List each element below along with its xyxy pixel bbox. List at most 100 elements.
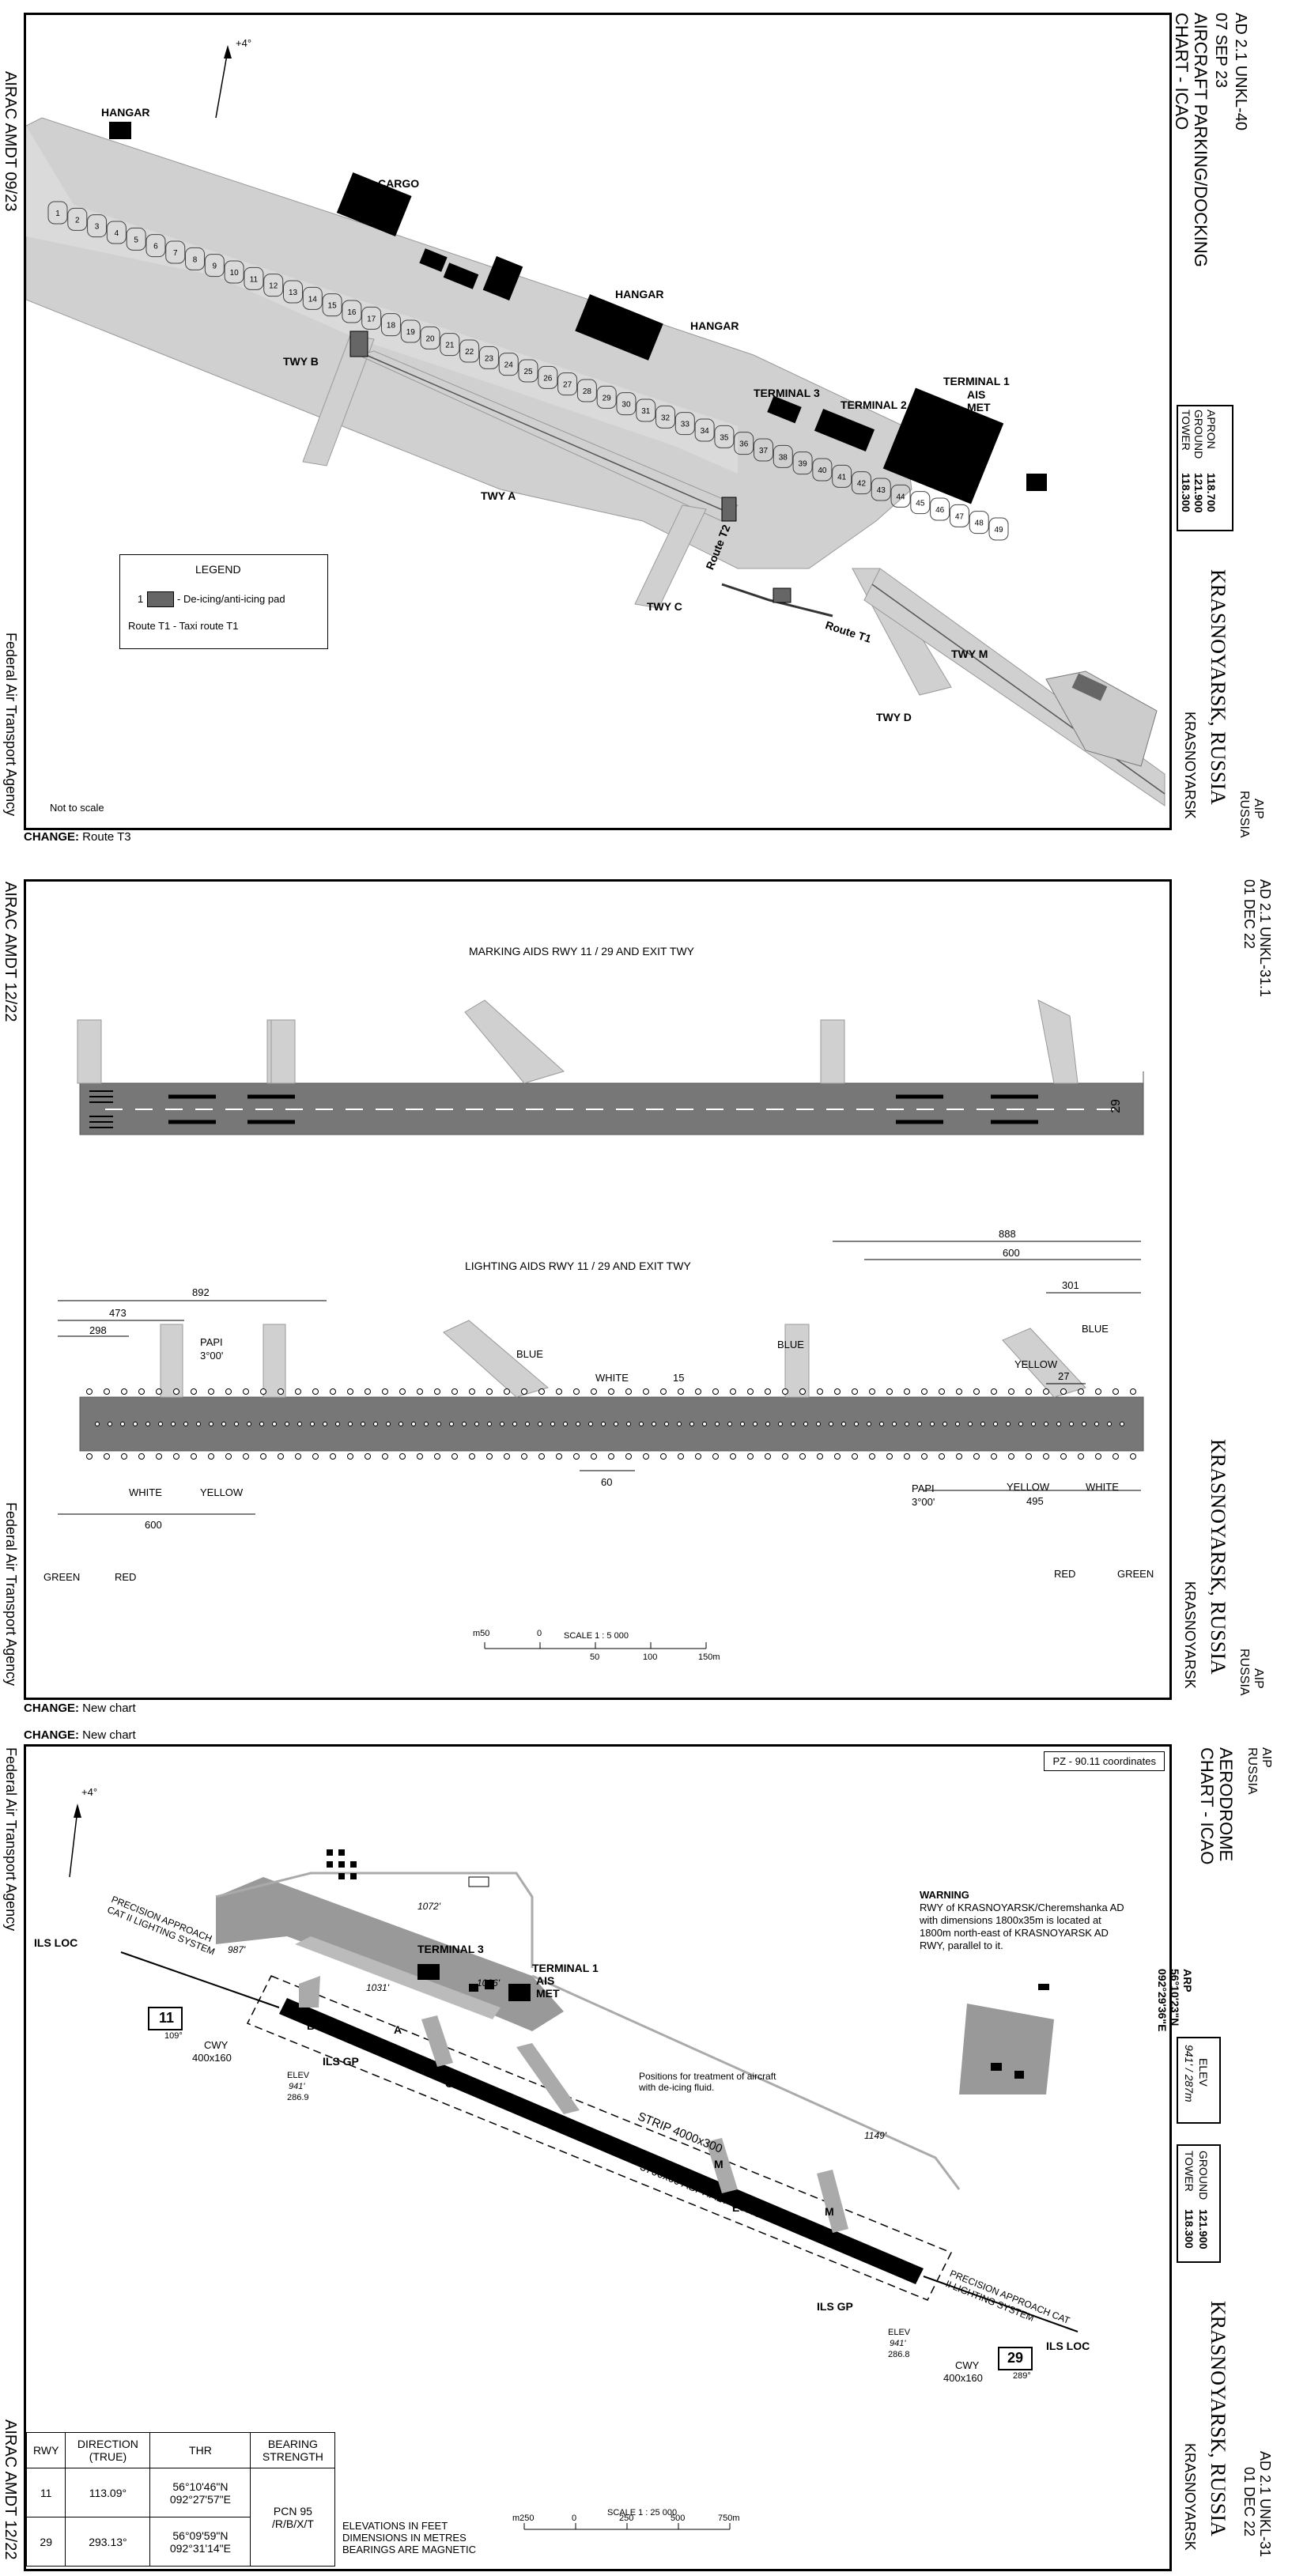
- page3-left-agency: Federal Air Transport Agency: [3, 1747, 19, 1932]
- legend-item2-text: Route T1 - Taxi route T1: [128, 620, 239, 632]
- centreline-light: [538, 1422, 542, 1426]
- elev-w-m: 286.9: [287, 2093, 309, 2102]
- scale3-tick-250: 250: [619, 2514, 634, 2523]
- page1-left-amdt: AIRAC AMDT 09/23: [2, 71, 19, 212]
- terminal-3-label-3: TERMINAL 3: [417, 1943, 484, 1955]
- note-dimensions: DIMENSIONS IN METRES: [342, 2532, 467, 2544]
- edge-light: [173, 1453, 179, 1460]
- edge-light: [1095, 1453, 1101, 1460]
- page2-city-sub: KRASNOYARSK: [1182, 1581, 1198, 1689]
- edge-light: [643, 1453, 649, 1460]
- stand-outline: [498, 353, 519, 376]
- stand-outline: [988, 517, 1009, 541]
- edge-lights: [86, 1388, 1136, 1460]
- white-w-label: WHITE: [129, 1486, 162, 1498]
- parking-chart-drawing: 1234567891011121314151617181920212223242…: [26, 45, 1165, 806]
- taxiway-a: [357, 350, 739, 522]
- stand-outline: [930, 497, 950, 521]
- ais-label-3: AIS: [536, 1974, 555, 1987]
- centreline-light: [285, 1422, 289, 1426]
- edge-light: [1060, 1388, 1067, 1395]
- edge-light: [260, 1388, 266, 1395]
- centreline-light: [993, 1422, 998, 1426]
- centreline-light: [234, 1422, 239, 1426]
- stand-outline: [185, 247, 206, 270]
- edge-light: [869, 1388, 875, 1395]
- papi-e-label: PAPI: [912, 1483, 935, 1494]
- edge-light: [921, 1453, 927, 1460]
- edge-light: [678, 1453, 684, 1460]
- centreline-light: [108, 1422, 112, 1426]
- edge-light: [295, 1453, 301, 1460]
- page3-change: CHANGE: New chart: [24, 1728, 136, 1742]
- centreline-light: [209, 1422, 213, 1426]
- lighting-chart-frame: MARKING AIDS RWY 11 / 29 AND EXIT TWY LI…: [24, 879, 1172, 1700]
- stand-outline: [576, 379, 597, 402]
- stand-outline: [557, 372, 578, 396]
- edge-light: [382, 1388, 388, 1395]
- twy-m1-label-3: M: [825, 2205, 834, 2218]
- edge-light: [1113, 1388, 1119, 1395]
- north-arrow-3: [69, 1809, 78, 1878]
- centreline-light: [829, 1422, 833, 1426]
- stand-outline: [478, 346, 499, 369]
- edge-light: [486, 1388, 493, 1395]
- apron-freq: 118.700: [1205, 473, 1218, 512]
- row1-dir: 113.09°: [65, 2468, 151, 2517]
- centreline-light: [335, 1422, 340, 1426]
- edge-light: [312, 1453, 319, 1460]
- edge-light: [86, 1388, 93, 1395]
- edge-light: [1078, 1453, 1084, 1460]
- stand-outline: [67, 207, 88, 231]
- terminal-2-label: TERMINAL 2: [841, 398, 907, 411]
- stand-number: 29: [603, 394, 612, 402]
- stand-number: 17: [367, 315, 376, 323]
- centreline-light: [474, 1422, 479, 1426]
- edge-light: [469, 1453, 475, 1460]
- page1-change: CHANGE: Route T3: [24, 830, 131, 844]
- centreline-light: [867, 1422, 871, 1426]
- edge-light: [295, 1388, 301, 1395]
- taxiway-m: [863, 568, 1165, 806]
- touchdown-bars: [168, 1094, 1038, 1124]
- stand-outline: [87, 214, 108, 238]
- page2-left-amdt: AIRAC AMDT 12/22: [2, 882, 19, 1022]
- stand-number: 36: [739, 440, 749, 449]
- scale-bar-3: [523, 2523, 731, 2530]
- centreline-light: [905, 1422, 909, 1426]
- edge-light: [799, 1388, 806, 1395]
- edge-light: [104, 1453, 110, 1460]
- runway-table-wrap: RWY DIRECTION (TRUE) THR BEARING STRENGT…: [25, 2432, 336, 2567]
- edge-light: [817, 1453, 823, 1460]
- dim-495: 495: [1026, 1495, 1044, 1507]
- scale3-tick-500: 500: [671, 2514, 686, 2523]
- centreline-light: [892, 1422, 897, 1426]
- page2-header-date: 01 DEC 22: [1241, 879, 1257, 950]
- stand-number: 10: [230, 269, 240, 278]
- yellow-e-label: YELLOW: [1014, 1358, 1058, 1370]
- edge-light: [695, 1453, 701, 1460]
- edge-light: [382, 1453, 388, 1460]
- edge-light: [973, 1388, 980, 1395]
- stand-outline: [283, 280, 303, 304]
- edge-light: [886, 1453, 893, 1460]
- page2-header-id: AD 2.1 UNKL-31.1: [1257, 879, 1273, 998]
- centreline-light: [879, 1422, 884, 1426]
- legend-title: LEGEND: [195, 563, 241, 576]
- hangar-2-label: HANGAR: [690, 319, 739, 332]
- met-label-3: MET: [536, 1987, 560, 2000]
- centreline-light: [323, 1422, 327, 1426]
- page3-arp-label: ARP: [1181, 1969, 1194, 1992]
- centreline-light: [689, 1422, 694, 1426]
- twy-m-label: TWY M: [951, 648, 988, 660]
- stand-number: 38: [779, 453, 788, 462]
- centreline-light: [411, 1422, 416, 1426]
- marking-lighting-drawing: [58, 999, 1144, 1649]
- obs-1149: 1149': [864, 2130, 887, 2141]
- centreline-light: [765, 1422, 770, 1426]
- stand-number: 34: [701, 427, 710, 436]
- stand-number: 47: [955, 512, 965, 521]
- aerodrome-drawing: [69, 1804, 1079, 2530]
- row2-rwy: 29: [25, 2517, 66, 2567]
- edge-light: [608, 1453, 614, 1460]
